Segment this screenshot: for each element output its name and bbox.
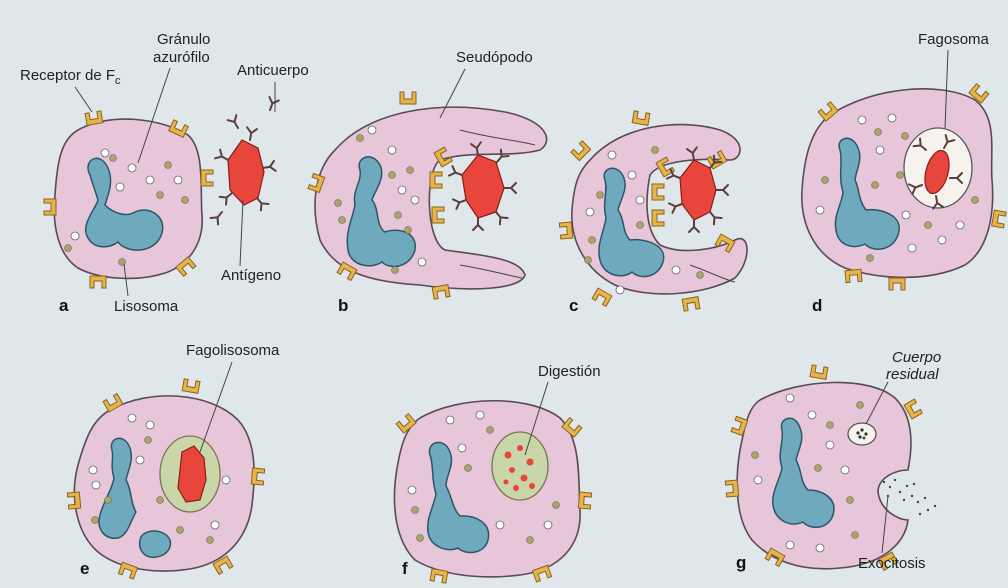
label-antigeno: Antígeno [221,267,281,284]
label-digestion: Digestión [538,363,601,380]
panel-letter-a: a [59,296,69,315]
label-receptor: Receptor de Fc [20,67,121,87]
panel-letter-e: e [80,559,89,578]
cell-body [737,382,911,568]
label-granulo-2: azurófilo [153,49,210,66]
cell-body [315,107,547,289]
panel-e: e Fagolisosoma [67,342,280,579]
label-fagolisosoma: Fagolisosoma [186,342,280,359]
cell-body [54,119,202,278]
label-cuerpo-2: residual [886,366,939,383]
panel-letter-f: f [402,559,408,578]
label-lisosoma: Lisosoma [114,298,179,315]
panel-letter-c: c [569,296,578,315]
exocytosis-particles [883,479,936,515]
panel-a: a Receptor de Fc Gránulo azurófilo Antic… [20,31,309,315]
panel-b: b Seudópodo [308,49,547,315]
label-seudopodo: Seudópodo [456,49,533,66]
label-fagosoma: Fagosoma [918,31,990,48]
panel-d: d Fagosoma [802,31,1006,315]
label-granulo-1: Gránulo [157,31,210,48]
label-anticuerpo: Anticuerpo [237,62,309,79]
label-exocitosis: Exocitosis [858,555,926,572]
panel-letter-g: g [736,553,746,572]
panel-c: c [559,111,747,315]
panel-g: g Cuerpo residual Exocitosis [725,349,941,572]
residual-body [848,423,876,445]
panel-letter-d: d [812,296,822,315]
label-cuerpo-1: Cuerpo [892,349,941,366]
cell-body [394,401,580,577]
panel-f: f Digestión [394,363,600,583]
nucleus-lobe [140,531,171,557]
antigen [210,97,278,224]
panel-letter-b: b [338,296,348,315]
digestion-vacuole [492,432,548,500]
